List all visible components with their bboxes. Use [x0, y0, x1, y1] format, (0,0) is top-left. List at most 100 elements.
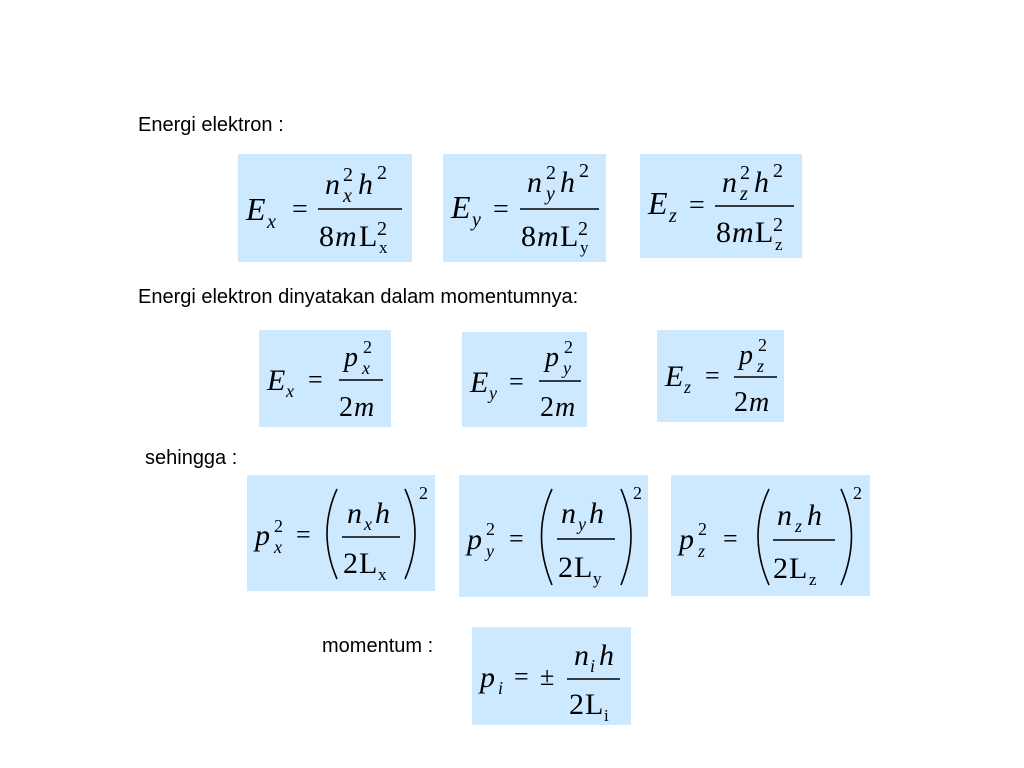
energy-momentum-z-formula: E z = p 2 z 2 m — [657, 330, 784, 422]
svg-text:2: 2 — [740, 162, 750, 184]
svg-text:h: h — [560, 166, 575, 199]
svg-text:x: x — [379, 238, 388, 257]
svg-text:x: x — [273, 537, 282, 557]
svg-text:n: n — [561, 497, 576, 530]
thus-label: sehingga : — [145, 447, 238, 469]
svg-text:i: i — [604, 706, 609, 725]
svg-text:p: p — [737, 340, 753, 371]
svg-text:E: E — [450, 189, 471, 225]
svg-text:=: = — [292, 194, 308, 225]
svg-text:i: i — [590, 656, 595, 676]
svg-text:h: h — [754, 166, 769, 199]
svg-text:n: n — [574, 639, 589, 672]
svg-text:2: 2 — [773, 160, 783, 182]
svg-text:2: 2 — [773, 552, 788, 585]
svg-text:E: E — [647, 185, 668, 221]
svg-text:x: x — [378, 565, 387, 584]
svg-text:h: h — [358, 168, 373, 201]
svg-text:y: y — [487, 383, 497, 403]
svg-text:2: 2 — [377, 218, 387, 240]
svg-text:2: 2 — [853, 483, 862, 503]
svg-text:2: 2 — [339, 392, 353, 423]
svg-text:2: 2 — [698, 519, 707, 539]
svg-text:z: z — [683, 377, 691, 397]
momentum-label: momentum : — [322, 635, 434, 657]
svg-text:h: h — [589, 497, 604, 530]
svg-text:m: m — [354, 392, 374, 423]
svg-text:p: p — [543, 342, 559, 373]
energy-momentum-label: Energi elektron dinyatakan dalam momentu… — [138, 286, 579, 308]
momentum-squared-y-formula: p 2 y = n y h 2 L y 2 — [459, 475, 648, 597]
svg-text:2: 2 — [274, 516, 283, 536]
svg-text:L: L — [789, 552, 807, 585]
svg-text:y: y — [580, 238, 589, 257]
svg-text:L: L — [574, 551, 592, 584]
svg-text:h: h — [599, 639, 614, 672]
svg-text:y: y — [544, 183, 555, 205]
svg-text:2: 2 — [579, 160, 589, 182]
svg-text:h: h — [807, 499, 822, 532]
svg-text:m: m — [555, 392, 575, 423]
svg-text:2: 2 — [758, 335, 767, 355]
svg-text:L: L — [585, 688, 603, 721]
svg-text:L: L — [560, 220, 578, 253]
svg-text:n: n — [347, 497, 362, 530]
svg-text:E: E — [664, 360, 683, 393]
energy-label: Energi elektron : — [138, 114, 284, 136]
svg-text:=: = — [514, 662, 529, 691]
svg-text:2: 2 — [343, 164, 353, 186]
svg-text:2: 2 — [540, 392, 554, 423]
svg-text:2: 2 — [558, 551, 573, 584]
svg-text:x: x — [363, 514, 372, 534]
svg-text:L: L — [755, 216, 773, 249]
svg-text:n: n — [325, 168, 340, 201]
svg-text:x: x — [361, 358, 370, 378]
energy-y-formula: E y = n 2 y h 2 8 m L 2 y — [443, 154, 606, 262]
svg-text:z: z — [775, 235, 783, 254]
svg-text:=: = — [308, 365, 323, 394]
svg-text:z: z — [756, 356, 764, 376]
svg-text:=: = — [723, 524, 738, 553]
momentum-squared-z-formula: p 2 z = n z h 2 L z 2 — [671, 475, 870, 596]
svg-text:m: m — [335, 220, 357, 253]
svg-text:2: 2 — [363, 337, 372, 357]
svg-text:z: z — [668, 205, 677, 227]
svg-text:2: 2 — [343, 547, 358, 580]
svg-text:2: 2 — [546, 162, 556, 184]
svg-text:=: = — [689, 190, 705, 221]
svg-text:p: p — [253, 519, 270, 552]
svg-text:n: n — [777, 499, 792, 532]
svg-text:i: i — [498, 678, 503, 698]
svg-text:2: 2 — [564, 337, 573, 357]
svg-text:h: h — [375, 497, 390, 530]
svg-text:2: 2 — [419, 483, 428, 503]
svg-text:E: E — [469, 366, 488, 399]
svg-text:±: ± — [540, 662, 554, 691]
svg-text:8: 8 — [319, 220, 334, 253]
svg-text:2: 2 — [377, 162, 387, 184]
svg-text:L: L — [359, 220, 377, 253]
svg-text:2: 2 — [633, 483, 642, 503]
svg-text:m: m — [749, 387, 769, 418]
svg-text:=: = — [509, 367, 524, 396]
svg-text:z: z — [809, 570, 817, 589]
momentum-squared-x-formula: p 2 x = n x h 2 L x 2 — [247, 475, 435, 591]
svg-text:L: L — [359, 547, 377, 580]
svg-text:m: m — [537, 220, 559, 253]
svg-text:y: y — [470, 209, 481, 231]
svg-text:2: 2 — [486, 519, 495, 539]
energy-z-formula: E z = n 2 z h 2 8 m L 2 z — [640, 154, 802, 258]
svg-text:2: 2 — [578, 218, 588, 240]
svg-text:x: x — [285, 381, 294, 401]
svg-text:E: E — [266, 364, 285, 397]
svg-text:8: 8 — [716, 216, 731, 249]
svg-text:p: p — [342, 342, 358, 373]
svg-text:p: p — [677, 523, 694, 556]
svg-text:x: x — [266, 211, 276, 233]
svg-text:=: = — [705, 361, 720, 390]
svg-text:=: = — [509, 524, 524, 553]
svg-text:y: y — [576, 514, 586, 534]
svg-text:2: 2 — [569, 688, 584, 721]
svg-text:E: E — [245, 191, 266, 227]
svg-text:8: 8 — [521, 220, 536, 253]
